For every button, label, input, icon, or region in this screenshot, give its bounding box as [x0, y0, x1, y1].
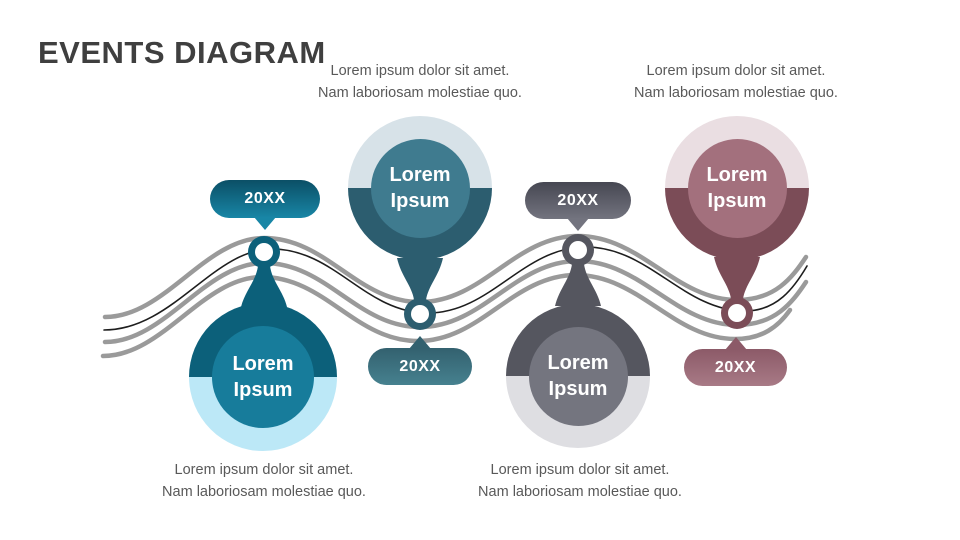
year-badge-label: 20XX	[714, 358, 757, 376]
event-circle-inner: Lorem Ipsum	[212, 326, 314, 428]
description-line: Lorem ipsum dolor sit amet.	[330, 63, 510, 79]
event-circle-2: Lorem Ipsum	[348, 116, 492, 260]
event-description-1: Lorem ipsum dolor sit amet. Nam laborios…	[124, 459, 404, 504]
event-circle-label: Lorem Ipsum	[547, 352, 609, 400]
connector-teardrop-3	[555, 234, 601, 306]
description-line: Nam laboriosam molestiae quo.	[634, 85, 838, 102]
event-circle-inner: Lorem Ipsum	[528, 326, 628, 426]
timeline-ring-hole-2	[411, 305, 429, 323]
year-badge-label: 20XX	[399, 357, 441, 375]
description-line: Nam laboriosam molestiae quo.	[478, 484, 682, 501]
description-line: Nam laboriosam molestiae quo.	[318, 85, 522, 102]
description-line: Lorem ipsum dolor sit amet.	[174, 462, 354, 478]
timeline-ring-hole-1	[255, 243, 273, 261]
timeline-ring-hole-3	[569, 241, 587, 259]
badge-tail-down-icon	[567, 218, 589, 231]
event-circle-4: Lorem Ipsum	[665, 116, 809, 260]
description-line: Nam laboriosam molestiae quo.	[162, 484, 366, 501]
description-line: Lorem ipsum dolor sit amet.	[490, 462, 670, 478]
event-circle-inner: Lorem Ipsum	[687, 138, 787, 238]
event-circle-label: Lorem Ipsum	[389, 164, 451, 212]
description-line: Lorem ipsum dolor sit amet.	[646, 63, 826, 79]
year-badge-2: 20XX	[368, 336, 472, 385]
connector-teardrop-2	[397, 258, 443, 330]
event-description-4: Lorem ipsum dolor sit amet. Nam laborios…	[596, 60, 876, 105]
year-badge-label: 20XX	[244, 190, 286, 207]
event-description-3: Lorem ipsum dolor sit amet. Nam laborios…	[440, 459, 720, 504]
event-circle-label: Lorem Ipsum	[232, 353, 294, 401]
badge-tail-up-icon	[409, 336, 431, 349]
event-circle-inner: Lorem Ipsum	[370, 138, 470, 238]
event-description-2: Lorem ipsum dolor sit amet. Nam laborios…	[280, 60, 560, 105]
event-circle-3: Lorem Ipsum	[506, 304, 650, 448]
timeline-ring-hole-4	[728, 304, 746, 322]
year-badge-1: 20XX	[210, 180, 320, 230]
connector-teardrop-4	[714, 257, 760, 329]
wave-strand-gray-bottom	[100, 272, 793, 359]
connector-teardrop-1	[241, 236, 287, 307]
year-badge-4: 20XX	[684, 337, 787, 386]
badge-tail-up-icon	[724, 337, 747, 350]
page-title: EVENTS DIAGRAM	[38, 34, 326, 70]
badge-tail-down-icon	[254, 217, 276, 230]
year-badge-3: 20XX	[525, 182, 631, 231]
year-badge-label: 20XX	[557, 191, 599, 209]
event-circle-1: Lorem Ipsum	[189, 303, 337, 451]
event-circle-label: Lorem Ipsum	[706, 164, 768, 212]
